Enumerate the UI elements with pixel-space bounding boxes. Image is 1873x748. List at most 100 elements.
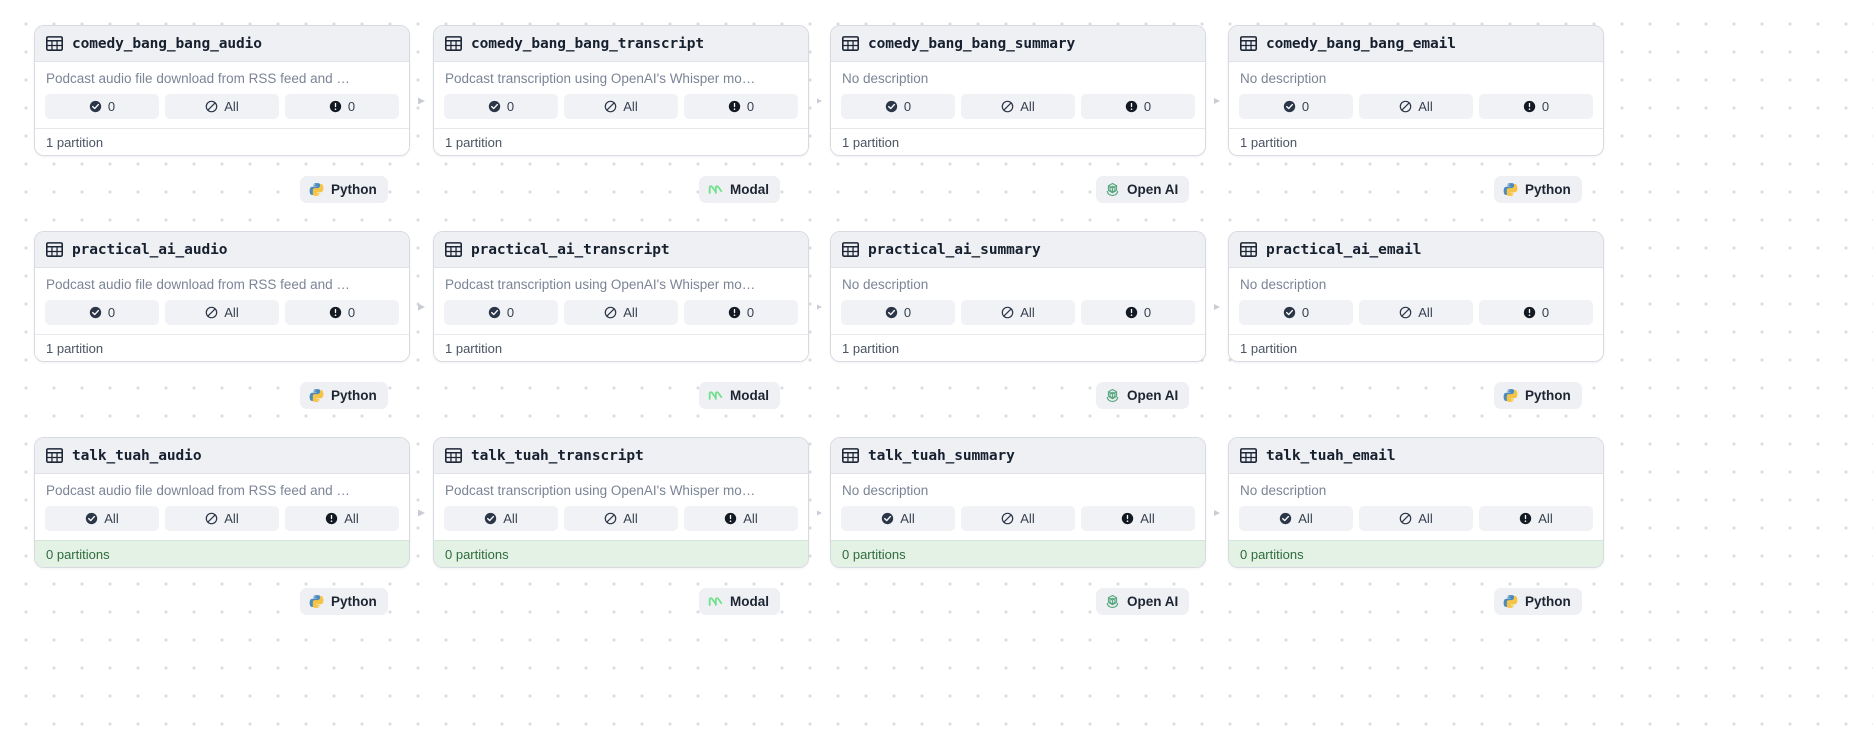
stat-pill-materialized[interactable]: 0 [444,94,558,119]
dependency-arrow [412,506,425,520]
stat-pill-failed[interactable]: 0 [684,94,798,119]
stat-pill-failed[interactable]: All [684,506,798,531]
stat-pill-materialized[interactable]: 0 [45,300,159,325]
compute-kind-badge[interactable]: Open AI [1096,176,1190,203]
stat-pill-value: All [1418,305,1433,320]
asset-card-header[interactable]: comedy_bang_bang_audio [35,26,409,62]
stat-pill-materialized[interactable]: 0 [841,94,955,119]
stat-pill-value: 0 [107,305,116,320]
compute-kind-badge[interactable]: Python [300,382,388,409]
asset-card[interactable]: talk_tuah_audio Podcast audio file downl… [34,437,410,568]
asset-card[interactable]: practical_ai_summary No description 0 Al… [830,231,1206,362]
asset-card-stats: 0 All 0 [1239,94,1593,119]
stat-pill-failed[interactable]: 0 [1479,94,1593,119]
stat-pill-failed[interactable]: 0 [1081,94,1195,119]
asset-card-header[interactable]: talk_tuah_summary [831,438,1205,474]
stat-pill-materialized[interactable]: 0 [1239,94,1353,119]
compute-kind-badge[interactable]: Modal [699,382,780,409]
asset-card-title: practical_ai_transcript [471,241,670,258]
asset-card-header[interactable]: practical_ai_audio [35,232,409,268]
stat-pill-value: All [900,511,915,526]
asset-card[interactable]: talk_tuah_transcript Podcast transcripti… [433,437,809,568]
stat-pill-failed[interactable]: All [285,506,399,531]
stat-pill-materialized[interactable]: All [45,506,159,531]
asset-card-partitions: 0 partitions [434,540,808,567]
asset-card[interactable]: practical_ai_transcript Podcast transcri… [433,231,809,362]
asset-card[interactable]: talk_tuah_email No description All All [1228,437,1604,568]
stat-pill-missing[interactable]: All [961,300,1075,325]
python-icon [309,183,324,196]
stat-pill-missing[interactable]: All [564,94,678,119]
asset-card[interactable]: comedy_bang_bang_summary No description … [830,25,1206,156]
stat-pill-materialized[interactable]: All [444,506,558,531]
dependency-arrow [809,300,822,314]
table-icon [1240,242,1257,257]
stat-pill-materialized[interactable]: All [1239,506,1353,531]
table-icon [842,242,859,257]
asset-card-stats: All All All [1239,506,1593,531]
asset-card[interactable]: comedy_bang_bang_audio Podcast audio fil… [34,25,410,156]
asset-card[interactable]: comedy_bang_bang_transcript Podcast tran… [433,25,809,156]
stat-pill-materialized[interactable]: 0 [45,94,159,119]
compute-kind-badge[interactable]: Open AI [1096,588,1190,615]
stat-pill-missing[interactable]: All [165,94,279,119]
stat-pill-missing[interactable]: All [564,300,678,325]
table-icon [445,36,462,51]
asset-card-header[interactable]: comedy_bang_bang_email [1229,26,1603,62]
asset-card[interactable]: practical_ai_email No description 0 All [1228,231,1604,362]
check-circle-icon [488,100,501,113]
dependency-arrow [1207,506,1220,520]
stat-pill-missing[interactable]: All [564,506,678,531]
stat-pill-failed[interactable]: 0 [1081,300,1195,325]
compute-kind-badge[interactable]: Python [300,588,388,615]
asset-card-header[interactable]: talk_tuah_audio [35,438,409,474]
compute-kind-badge[interactable]: Modal [699,176,780,203]
slash-circle-icon [604,306,617,319]
stat-pill-materialized[interactable]: 0 [841,300,955,325]
asset-card[interactable]: comedy_bang_bang_email No description 0 … [1228,25,1604,156]
python-icon [1503,595,1518,608]
compute-kind-badge[interactable]: Open AI [1096,382,1190,409]
asset-card-body: No description 0 All 0 [1229,268,1603,334]
compute-kind-badge[interactable]: Python [1494,588,1582,615]
stat-pill-failed[interactable]: 0 [285,94,399,119]
compute-kind-badge[interactable]: Python [1494,382,1582,409]
compute-kind-label: Python [1525,388,1571,403]
stat-pill-missing[interactable]: All [165,506,279,531]
asset-card-header[interactable]: talk_tuah_email [1229,438,1603,474]
asset-card-partitions: 1 partition [831,334,1205,361]
stat-pill-materialized[interactable]: 0 [444,300,558,325]
check-circle-icon [885,100,898,113]
stat-pill-failed[interactable]: All [1479,506,1593,531]
asset-card-header[interactable]: practical_ai_summary [831,232,1205,268]
asset-card-header[interactable]: comedy_bang_bang_transcript [434,26,808,62]
asset-card-header[interactable]: practical_ai_transcript [434,232,808,268]
asset-card-header[interactable]: talk_tuah_transcript [434,438,808,474]
check-circle-icon [89,100,102,113]
stat-pill-materialized[interactable]: All [841,506,955,531]
asset-card-partitions: 1 partition [35,128,409,155]
asset-card-partitions: 1 partition [434,128,808,155]
dependency-arrow [412,300,425,314]
stat-pill-missing[interactable]: All [961,506,1075,531]
stat-pill-missing[interactable]: All [1359,94,1473,119]
asset-card[interactable]: practical_ai_audio Podcast audio file do… [34,231,410,362]
asset-card-header[interactable]: comedy_bang_bang_summary [831,26,1205,62]
asset-card[interactable]: talk_tuah_summary No description All All [830,437,1206,568]
stat-pill-missing[interactable]: All [1359,506,1473,531]
stat-pill-failed[interactable]: 0 [684,300,798,325]
stat-pill-value: 0 [1301,305,1310,320]
compute-kind-badge[interactable]: Python [300,176,388,203]
stat-pill-failed[interactable]: 0 [1479,300,1593,325]
compute-kind-badge[interactable]: Modal [699,588,780,615]
stat-pill-failed[interactable]: All [1081,506,1195,531]
stat-pill-missing[interactable]: All [165,300,279,325]
compute-kind-badge[interactable]: Python [1494,176,1582,203]
stat-pill-failed[interactable]: 0 [285,300,399,325]
stat-pill-missing[interactable]: All [961,94,1075,119]
stat-pill-materialized[interactable]: 0 [1239,300,1353,325]
stat-pill-missing[interactable]: All [1359,300,1473,325]
asset-card-header[interactable]: practical_ai_email [1229,232,1603,268]
alert-circle-icon [728,100,741,113]
